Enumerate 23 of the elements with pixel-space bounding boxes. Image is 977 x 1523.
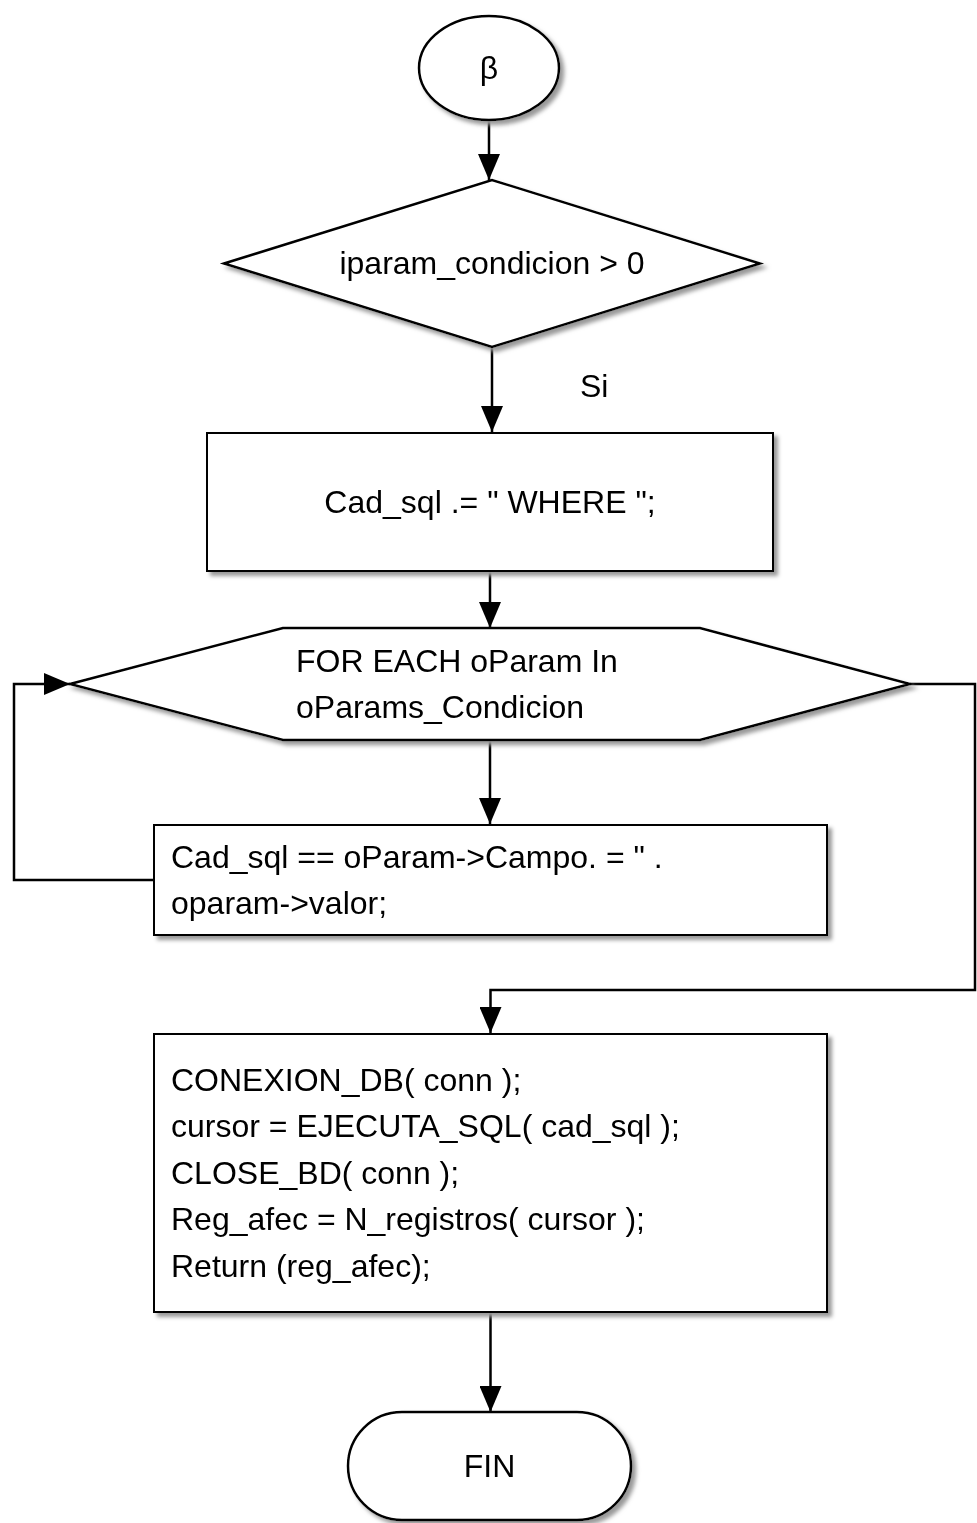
node-text: β bbox=[479, 48, 499, 88]
arrow bbox=[479, 740, 501, 824]
node-text: cursor = EJECUTA_SQL( cad_sql ); bbox=[171, 1107, 680, 1147]
arrow bbox=[481, 347, 503, 432]
end-terminator bbox=[348, 1412, 631, 1520]
loop-hexagon bbox=[70, 628, 910, 740]
process-box bbox=[153, 824, 828, 936]
process-box bbox=[153, 1033, 828, 1313]
node-text: FOR EACH oParam In oParams_Condicion bbox=[296, 641, 619, 727]
node-text: FIN bbox=[463, 1446, 516, 1486]
arrow bbox=[479, 682, 977, 1033]
arrow bbox=[12, 673, 153, 882]
arrow bbox=[479, 1313, 502, 1412]
node-text: Return (reg_afec); bbox=[171, 1246, 431, 1286]
process-box bbox=[206, 432, 774, 572]
start-circle bbox=[419, 16, 559, 120]
arrow bbox=[479, 572, 501, 628]
node-text: CLOSE_BD( conn ); bbox=[171, 1153, 460, 1193]
node-text: Cad_sql .= " WHERE "; bbox=[324, 482, 656, 522]
node-text: Cad_sql == oParam->Campo. = " . oparam->valor; bbox=[171, 837, 664, 923]
node-text: Reg_afec = N_registros( cursor ); bbox=[171, 1200, 645, 1240]
arrow bbox=[478, 120, 500, 180]
node-text: CONEXION_DB( conn ); bbox=[171, 1061, 522, 1100]
